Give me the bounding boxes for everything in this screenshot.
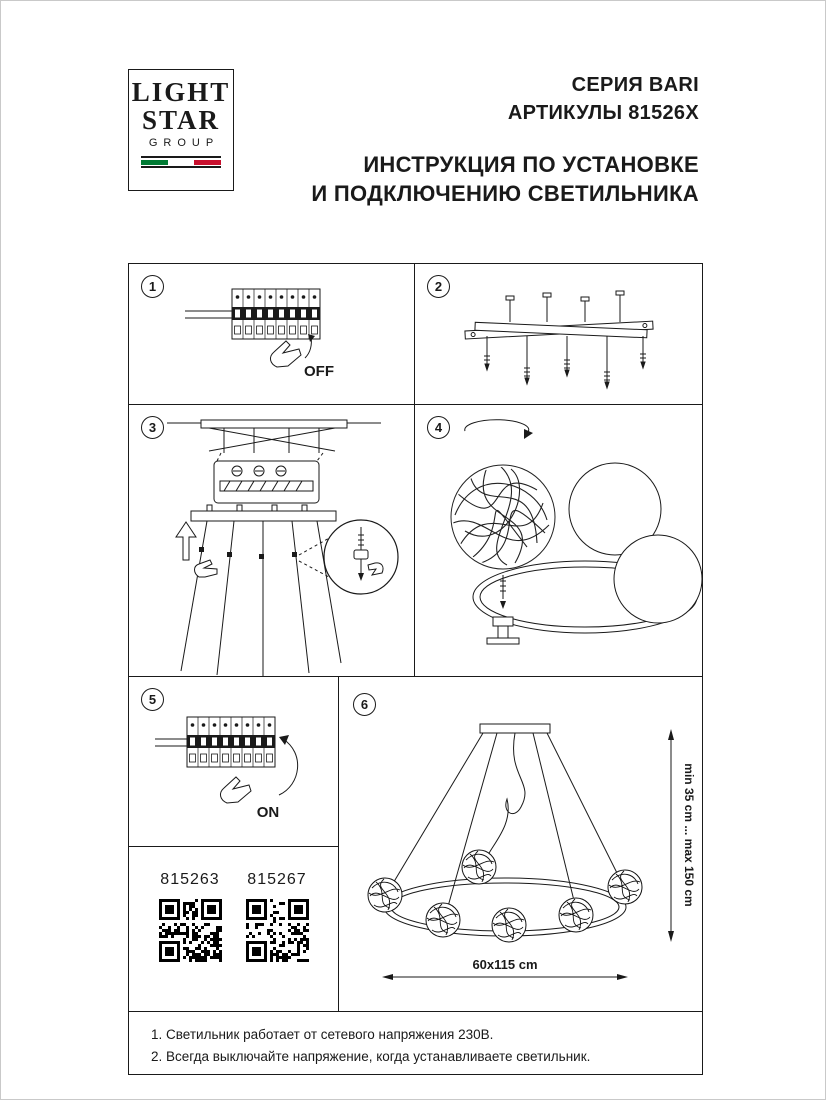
off-label: OFF [304,363,334,380]
logo-word-light: LIGHT [131,77,231,107]
panel-6: 6 [339,677,702,1012]
logo-word-group: GROUP [148,137,220,150]
panel-1: 1 [129,264,415,405]
flag-white-stripe [167,159,195,165]
qr-code [158,899,222,962]
instruction-title-line2: И ПОДКЛЮЧЕНИЮ СВЕТИЛЬНИКА [311,181,699,206]
panel-4: 4 [415,405,702,677]
flag-red-stripe [194,159,222,165]
lightstar-logo: LIGHT STAR GROUP [128,69,234,191]
articles-title: АРТИКУЛЫ 81526X [507,102,699,124]
header: СЕРИЯ BARI АРТИКУЛЫ 81526X ИНСТРУКЦИЯ ПО… [229,71,699,208]
notes: 1. Светильник работает от сетевого напря… [129,1012,702,1074]
on-label: ON [257,804,280,821]
note-line-1: 1. Светильник работает от сетевого напря… [151,1027,494,1042]
logo-word-star: STAR [141,104,221,135]
series-title: СЕРИЯ BARI [571,74,699,96]
panel-4-number: 4 [427,416,450,439]
height-dimension-label: min 35 cm ... max 150 cm [682,763,696,906]
breaker-off-illustration: OFF [185,288,334,380]
panel-3-number: 3 [141,416,164,439]
qr-panel: 815263 815267 [129,847,339,1012]
width-dimension-label: 60x115 cm [472,957,537,972]
qr-article-number: 815267 [247,871,307,888]
panel-2-number: 2 [427,275,450,298]
flag-green-stripe [141,159,168,165]
qr-column-2: 815267 [245,871,309,962]
breaker-on-illustration: ON [155,716,298,821]
panel-3: 3 [129,405,415,677]
logo-flag [141,156,222,169]
panel-2: 2 [415,264,702,405]
panels-grid: 1 [128,263,703,1075]
qr-column-1: 815263 [158,871,222,962]
chandelier-dimensions-illustration: min 35 cm ... max 150 cm 60x115 cm [367,723,696,980]
instruction-title-line1: ИНСТРУКЦИЯ ПО УСТАНОВКЕ [363,152,699,177]
qr-code [245,899,309,962]
mounting-rail-illustration [464,290,654,390]
panel-5: 5 [129,677,339,847]
qr-article-number: 815263 [160,871,220,888]
instruction-title: ИНСТРУКЦИЯ ПО УСТАНОВКЕ И ПОДКЛЮЧЕНИЮ СВ… [229,150,699,208]
ceiling-mount-illustration [167,419,399,676]
note-line-2: 2. Всегда выключайте напряжение, когда у… [151,1049,591,1065]
panel-1-number: 1 [141,275,164,298]
shade-assembly-illustration [450,419,702,645]
panel-6-number: 6 [353,693,376,716]
panel-5-number: 5 [141,688,164,711]
